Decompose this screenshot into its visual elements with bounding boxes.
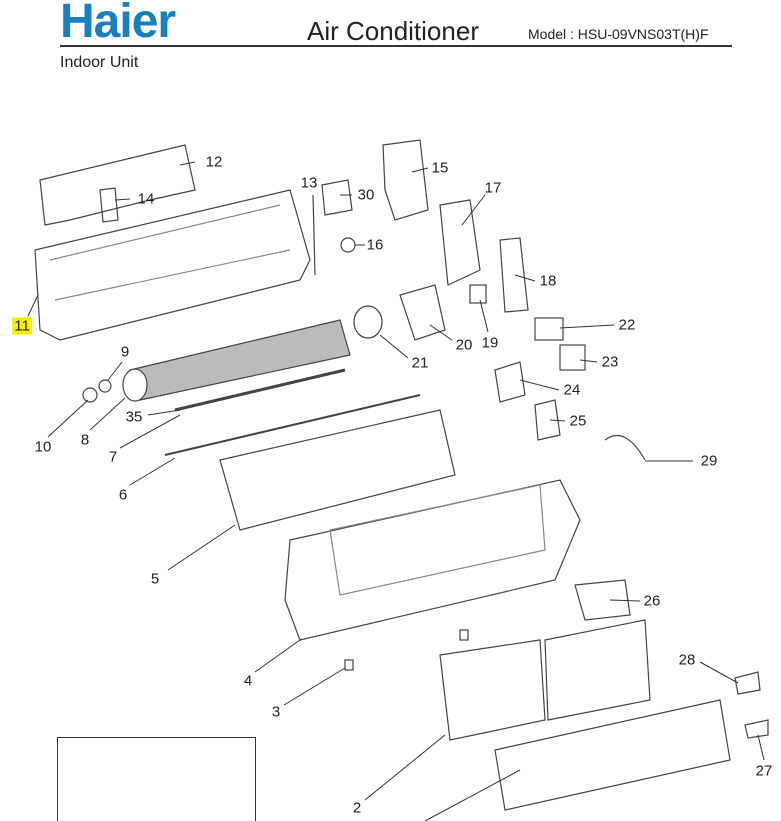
part-label: 22 <box>618 316 636 334</box>
part-4-front-frame <box>284 479 581 641</box>
subtitle: Indoor Unit <box>60 54 139 71</box>
part-15-box <box>382 139 429 221</box>
part-22 <box>534 317 564 341</box>
part-label: 3 <box>271 703 281 721</box>
part-label: 9 <box>120 343 130 361</box>
part-24 <box>494 361 526 403</box>
part-label: 29 <box>700 452 718 470</box>
part-label: 4 <box>243 672 253 690</box>
haier-logo: Haier <box>60 0 176 48</box>
part-17 <box>439 199 481 286</box>
part-35-links <box>174 368 346 412</box>
part-18-pcb <box>499 237 529 313</box>
part-26 <box>574 579 631 621</box>
part-6-louver <box>164 394 421 456</box>
part-23 <box>559 344 586 371</box>
empty-note-box <box>57 737 256 821</box>
part-28 <box>734 671 761 695</box>
part-12-mounting-plate <box>39 144 196 226</box>
part-2-filter-left <box>439 639 546 741</box>
part-label: 35 <box>125 408 143 426</box>
part-19 <box>469 284 487 304</box>
model-label: Model : HSU-09VNS03T(H)F <box>528 26 709 42</box>
part-label: 26 <box>643 592 661 610</box>
part-label-highlighted: 11 <box>12 317 32 335</box>
part-2-filter-right <box>544 619 651 721</box>
part-label: 21 <box>411 354 429 372</box>
part-label: 20 <box>455 336 473 354</box>
part-16 <box>340 237 356 253</box>
part-29-sensor-wire <box>604 435 646 461</box>
part-25 <box>534 399 561 441</box>
part-label: 19 <box>481 334 499 352</box>
part-label: 15 <box>431 159 449 177</box>
part-30 <box>321 179 353 216</box>
part-label: 8 <box>80 431 90 449</box>
part-21-motor <box>353 305 383 339</box>
part-9-bearing <box>98 379 112 393</box>
part-label: 25 <box>569 412 587 430</box>
part-20-motor-bracket <box>399 284 446 341</box>
part-10-holder <box>82 387 98 403</box>
part-label: 12 <box>205 153 223 171</box>
part-label: 17 <box>484 179 502 197</box>
part-14-bracket <box>99 187 119 223</box>
part-label: 10 <box>34 438 52 456</box>
part-label: 23 <box>601 353 619 371</box>
part-label: 6 <box>118 486 128 504</box>
part-label: 5 <box>150 570 160 588</box>
part-5-evaporator <box>219 409 456 531</box>
part-label: 27 <box>755 762 773 780</box>
part-label: 24 <box>563 381 581 399</box>
part-11-chassis <box>34 189 311 341</box>
part-8-cross-flow-fan <box>129 319 351 401</box>
part-label: 16 <box>366 236 384 254</box>
part-27 <box>744 719 769 739</box>
part-label: 2 <box>352 799 362 817</box>
front-panel <box>494 699 731 811</box>
part-label: 28 <box>678 651 696 669</box>
part-label: 30 <box>357 186 375 204</box>
part-label: 14 <box>137 190 155 208</box>
part-3 <box>344 659 354 671</box>
part-label: 18 <box>539 272 557 290</box>
header-divider <box>60 45 732 47</box>
page-title: Air Conditioner <box>307 16 479 46</box>
part-label: 7 <box>108 448 118 466</box>
part-label: 13 <box>300 174 318 192</box>
